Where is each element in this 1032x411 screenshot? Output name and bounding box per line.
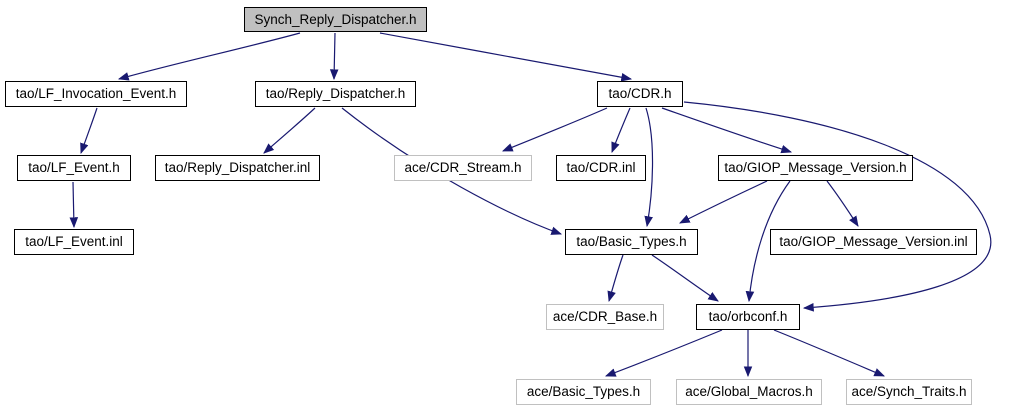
- edge-lf-event-h-to-lf-event-inl: [69, 181, 79, 229]
- edge-giop-message-version-h-to-basic-types-h: [679, 180, 768, 224]
- graph-node-cdr-stream-h[interactable]: ace/CDR_Stream.h: [394, 155, 532, 181]
- graph-node-cdr-h[interactable]: tao/CDR.h: [597, 81, 683, 107]
- graph-node-basic-types-h[interactable]: tao/Basic_Types.h: [565, 229, 698, 255]
- edge-synch-reply-dispatcher-h-to-reply-dispatcher-h: [329, 32, 339, 81]
- graph-node-synch-reply-dispatcher-h[interactable]: Synch_Reply_Dispatcher.h: [244, 7, 427, 32]
- graph-node-cdr-base-h[interactable]: ace/CDR_Base.h: [546, 304, 664, 330]
- edge-basic-types-h-to-cdr-base-h: [607, 254, 624, 303]
- graph-node-ace-basic-types-h[interactable]: ace/Basic_Types.h: [516, 379, 651, 405]
- graph-node-lf-event-h[interactable]: tao/LF_Event.h: [17, 155, 131, 181]
- graph-node-cdr-inl[interactable]: tao/CDR.inl: [556, 155, 646, 181]
- graph-node-orbconf-h[interactable]: tao/orbconf.h: [696, 304, 800, 330]
- edge-basic-types-h-to-orbconf-h: [651, 254, 719, 302]
- edge-cdr-h-to-orbconf-h: [683, 101, 992, 312]
- graph-node-reply-dispatcher-inl[interactable]: tao/Reply_Dispatcher.inl: [155, 155, 320, 181]
- graph-node-giop-message-version-inl[interactable]: tao/GIOP_Message_Version.inl: [770, 229, 977, 255]
- edge-cdr-h-to-cdr-inl: [611, 107, 631, 154]
- edge-reply-dispatcher-h-to-basic-types-h: [341, 107, 563, 235]
- graph-node-synch-traits-h[interactable]: ace/Synch_Traits.h: [846, 379, 972, 405]
- graph-node-reply-dispatcher-h[interactable]: tao/Reply_Dispatcher.h: [255, 81, 416, 107]
- graph-node-global-macros-h[interactable]: ace/Global_Macros.h: [676, 379, 822, 405]
- graph-node-lf-invocation-event-h[interactable]: tao/LF_Invocation_Event.h: [5, 81, 187, 107]
- edge-synch-reply-dispatcher-h-to-cdr-h: [379, 32, 633, 82]
- edge-giop-message-version-h-to-orbconf-h: [745, 180, 791, 303]
- edge-orbconf-h-to-ace-basic-types-h: [604, 329, 723, 377]
- edge-synch-reply-dispatcher-h-to-lf-invocation-event-h: [117, 32, 301, 81]
- edge-cdr-h-to-basic-types-h: [644, 107, 654, 228]
- graph-node-giop-message-version-h[interactable]: tao/GIOP_Message_Version.h: [718, 155, 913, 181]
- edge-lf-invocation-event-h-to-lf-event-h: [80, 107, 98, 155]
- edge-reply-dispatcher-h-to-reply-dispatcher-inl: [263, 107, 316, 154]
- graph-node-lf-event-inl[interactable]: tao/LF_Event.inl: [14, 229, 134, 255]
- edge-cdr-h-to-cdr-stream-h: [501, 107, 608, 152]
- edge-cdr-h-to-giop-message-version-h: [661, 107, 793, 154]
- edge-giop-message-version-h-to-giop-message-version-inl: [826, 180, 859, 227]
- edge-orbconf-h-to-synch-traits-h: [773, 329, 885, 377]
